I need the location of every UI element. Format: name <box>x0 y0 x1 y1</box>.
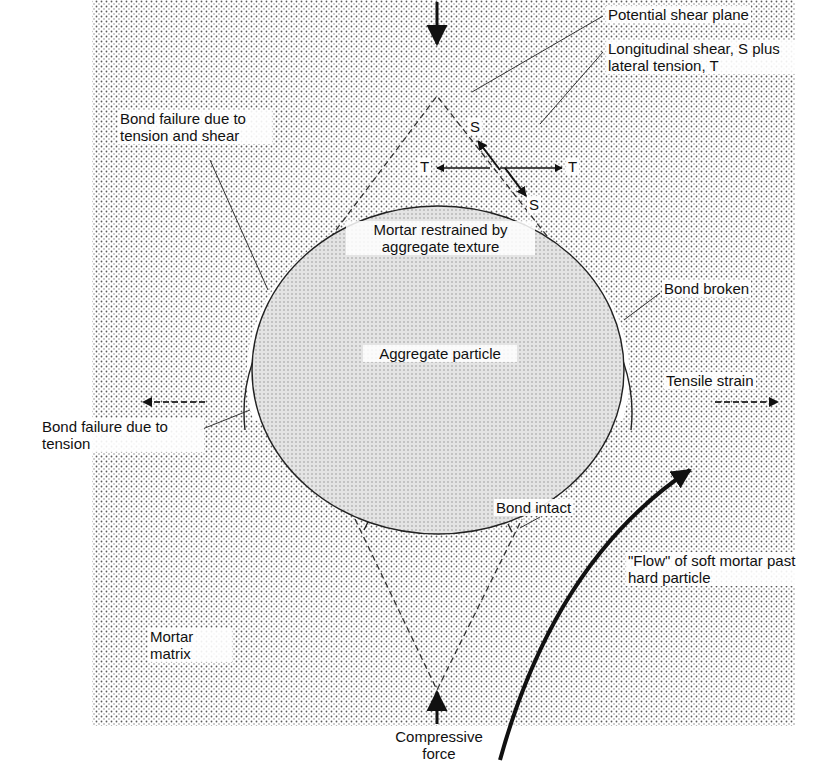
region-label: Mortar matrix <box>148 628 232 662</box>
callout-label: Tensile strain <box>664 372 756 389</box>
mortar-ground <box>92 0 795 726</box>
callout-label: Compressive force <box>392 728 486 762</box>
force-symbol: S <box>527 196 541 213</box>
part-name: Aggregate particle <box>363 345 517 362</box>
callout-label: Bond intact <box>494 499 573 516</box>
shear-arrow <box>505 168 526 196</box>
callout-label: Potential shear plane <box>606 6 751 23</box>
aggregate-particle: Mortar restrained by aggregate textureAg… <box>251 205 625 535</box>
leader-line <box>200 410 250 430</box>
callout-label: Longitudinal shear, S plus lateral tensi… <box>606 40 825 74</box>
force-symbol: S <box>468 118 482 135</box>
callout-label: Bond failure due to tension <box>40 418 204 452</box>
shear-plane <box>355 519 522 690</box>
force-arrow <box>436 692 439 724</box>
region-note: Mortar restrained by aggregate texture <box>346 221 535 255</box>
shear-arrow <box>478 141 500 170</box>
leader-line <box>472 16 603 92</box>
tension-arrow <box>500 167 562 169</box>
tension-arrow <box>437 167 490 169</box>
force-arrow <box>436 2 439 44</box>
leader-line <box>540 52 603 124</box>
leader-line <box>210 160 268 290</box>
strain-arrow <box>715 401 778 403</box>
callout-label: Bond failure due to tension and shear <box>118 110 272 144</box>
callout-label: "Flow" of soft mortar past hard particle <box>626 552 805 586</box>
callout-label: Bond broken <box>662 280 751 297</box>
leader-line <box>520 517 540 528</box>
force-symbol: T <box>566 158 579 175</box>
force-symbol: T <box>418 158 431 175</box>
leader-line <box>624 293 660 320</box>
strain-arrow <box>143 401 205 403</box>
particle-ellipse <box>252 206 624 534</box>
